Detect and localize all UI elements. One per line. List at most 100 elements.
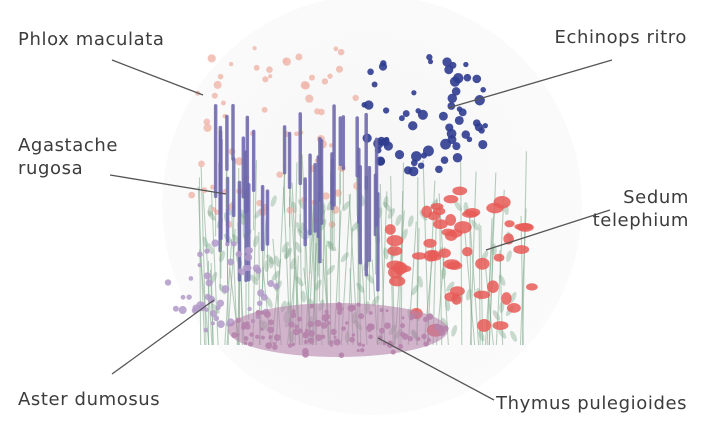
phlox-flower <box>262 76 268 82</box>
phlox-flower <box>198 161 205 168</box>
thymus-flower <box>244 341 248 345</box>
sedum-flowerhead <box>445 214 456 226</box>
phlox-flower <box>318 109 325 116</box>
sedum-flowerhead <box>514 223 532 230</box>
thymus-flower <box>410 314 415 319</box>
sedum-flowerhead <box>494 254 505 262</box>
echinops-globe <box>464 74 472 82</box>
phlox-flower <box>294 131 299 136</box>
aster-flower <box>245 254 252 261</box>
thymus-flower <box>421 334 427 340</box>
phlox-flower <box>276 171 283 178</box>
thymus-flower <box>288 343 292 347</box>
thymus-flower <box>380 308 384 312</box>
thymus-flower <box>423 341 428 346</box>
thymus-flower <box>362 344 365 347</box>
aster-flower <box>231 241 237 247</box>
aster-flower <box>189 276 194 281</box>
aster-flower <box>253 264 261 272</box>
thymus-flower <box>304 340 308 344</box>
echinops-globe <box>435 166 443 174</box>
thymus-flower <box>315 320 322 327</box>
echinops-globe <box>441 156 449 164</box>
thymus-flower <box>352 333 355 336</box>
echinops-globe <box>455 116 464 125</box>
echinops-globe <box>452 87 461 96</box>
aster-flower <box>211 321 215 325</box>
thymus-flower <box>360 348 364 352</box>
aster-flower <box>267 280 274 287</box>
phlox-flower <box>203 124 211 132</box>
sedum-flowerhead <box>494 196 511 209</box>
phlox-flower <box>336 66 343 73</box>
aster-flower <box>216 305 221 310</box>
echinops-globe <box>459 108 467 116</box>
thymus-flower <box>274 334 281 341</box>
sedum-flowerhead <box>449 229 463 237</box>
aster-flower <box>257 300 263 306</box>
aster-flower <box>247 307 251 311</box>
label-phlox-maculata: Phlox maculata <box>18 28 165 51</box>
echinops-globe <box>395 150 404 159</box>
thymus-flower <box>357 349 360 352</box>
aster-flower <box>205 294 211 300</box>
phlox-flower <box>262 107 268 113</box>
thymus-flower <box>341 326 346 331</box>
thymus-flower <box>384 322 391 329</box>
thymus-flower <box>325 310 329 314</box>
echinops-globe <box>373 138 383 148</box>
thymus-flower <box>308 330 315 337</box>
sedum-flowerhead <box>439 248 451 258</box>
thymus-flower <box>321 335 325 339</box>
sedum-flowerhead <box>450 286 465 296</box>
thymus-flower <box>231 332 237 338</box>
echinops-globe <box>463 62 468 67</box>
sedum-flowerhead <box>452 186 467 195</box>
thymus-flower <box>248 342 253 347</box>
phlox-flower <box>283 58 288 63</box>
echinops-globe <box>445 123 453 131</box>
thymus-flower <box>265 342 272 349</box>
phlox-flower <box>309 75 315 81</box>
leader-phlox <box>112 60 203 95</box>
aster-flower <box>236 251 242 257</box>
phlox-flower <box>188 192 195 199</box>
sedum-flowerhead <box>464 208 480 217</box>
thymus-flower <box>358 342 362 346</box>
echinops-globe <box>372 82 378 88</box>
thymus-flower <box>379 328 385 334</box>
thymus-flower <box>308 338 312 342</box>
thymus-flower <box>386 309 389 312</box>
echinops-globe <box>483 123 488 128</box>
thymus-flower <box>434 324 440 330</box>
aster-flower <box>179 306 187 314</box>
thymus-flower <box>269 335 272 338</box>
echinops-globe <box>462 130 470 138</box>
aster-flower <box>197 252 203 258</box>
thymus-flower <box>235 318 241 324</box>
thymus-flower <box>348 305 355 312</box>
echinops-globe <box>421 152 427 158</box>
thymus-flower <box>400 332 405 337</box>
thymus-flower <box>330 329 336 335</box>
echinops-globe <box>411 159 418 166</box>
thymus-flower <box>268 319 274 325</box>
echinops-globe <box>439 112 448 121</box>
leader-aster <box>112 300 214 374</box>
phlox-flower <box>252 46 256 50</box>
aster-flower <box>217 320 225 328</box>
thymus-flower <box>297 317 302 322</box>
thymus-flower <box>315 334 322 341</box>
sedum-flowerhead <box>474 291 491 299</box>
phlox-flower <box>338 49 345 56</box>
aster-flower <box>222 285 230 293</box>
aster-flower <box>245 265 251 271</box>
sedum-flowerhead <box>462 247 473 256</box>
sedum-flowerhead <box>475 258 489 270</box>
sedum-flowerhead <box>443 259 460 269</box>
echinops-globe <box>475 123 483 131</box>
aster-flower <box>245 247 253 255</box>
sedum-flowerhead <box>492 321 508 330</box>
echinops-globe <box>411 90 416 95</box>
phlox-flower <box>229 62 233 66</box>
